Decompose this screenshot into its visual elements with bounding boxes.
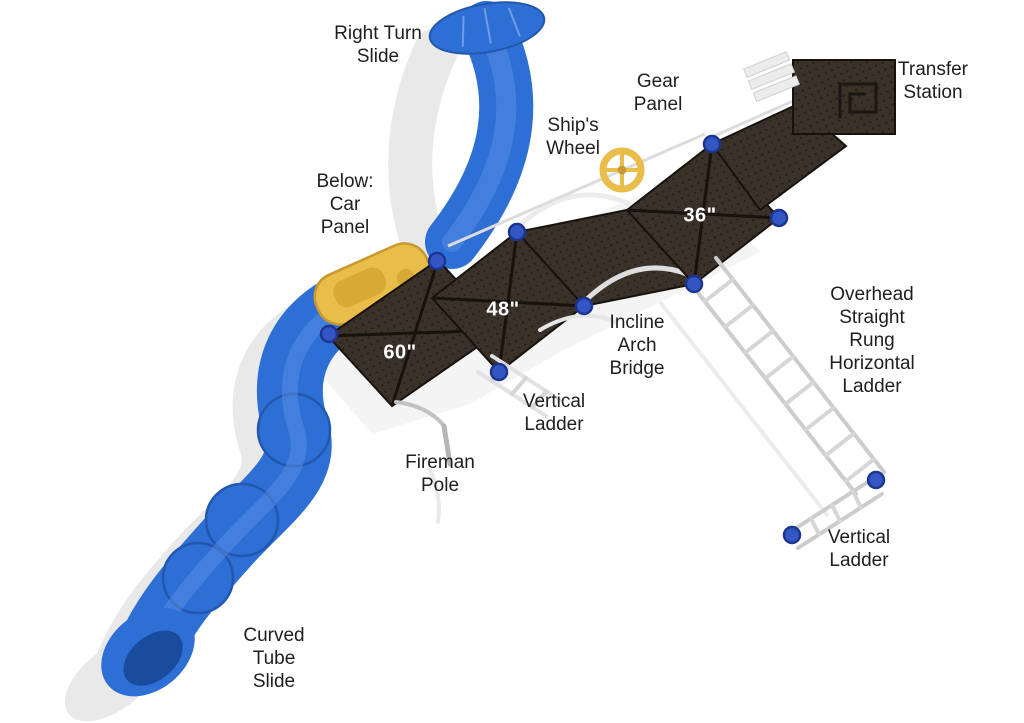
ships-wheel-hub: [617, 165, 627, 175]
ladder-rung: [530, 389, 549, 410]
ladder-rung: [803, 405, 836, 432]
ladder-rung: [743, 328, 776, 355]
post-connector: [866, 470, 886, 490]
ladder-rung: [702, 277, 735, 304]
post-connector: [782, 525, 802, 545]
tube-ring-line: [161, 541, 235, 615]
ladder-rung: [843, 457, 876, 484]
deck-48-cross: [497, 231, 519, 373]
vertical-ladder-right-graphic: [788, 476, 884, 550]
tube-end-scoop: [101, 607, 195, 697]
deck-60-cross: [390, 259, 440, 407]
tube-highlight: [142, 292, 366, 656]
bridge-step-arc: [538, 313, 618, 332]
fireman-pole-shaft: [441, 423, 453, 467]
post-connector: [427, 251, 447, 271]
station-step: [747, 63, 796, 91]
station-step: [742, 51, 791, 78]
flare-rib: [507, 7, 521, 37]
ladder-rung: [510, 376, 528, 396]
fireman-pole-graphic: [394, 400, 453, 467]
curved-tube-slide-graphic: [101, 267, 391, 697]
right-turn-highlight: [442, 18, 517, 252]
ladder-rung: [851, 489, 863, 510]
post-connector: [702, 134, 722, 154]
ladder-rung: [823, 431, 856, 458]
station-steps: [742, 51, 800, 103]
connector-dots: [319, 134, 886, 545]
post-connector: [769, 208, 789, 228]
ladder-rung: [763, 354, 796, 381]
post-connector: [574, 296, 594, 316]
tube-end-opening: [123, 630, 183, 686]
walkway-rail: [713, 96, 801, 138]
post-connector: [684, 274, 704, 294]
ladder-rung: [830, 503, 842, 523]
ladder-rail: [714, 256, 886, 474]
post-connector: [489, 362, 509, 382]
ladder-rail: [686, 278, 858, 496]
fireman-pole-shadow: [428, 468, 441, 524]
right-turn-flare: [428, 1, 546, 55]
station-step: [752, 75, 800, 103]
flare-rib: [483, 7, 492, 44]
fireman-pole-arm: [394, 400, 446, 428]
overhead-ladder-shadow: [658, 300, 830, 518]
car-panel-window: [333, 267, 387, 308]
flare-outline: [428, 1, 546, 55]
ships-wheel-graphic: [599, 147, 645, 193]
tube-ring-line: [204, 482, 280, 558]
right-turn-slide-shadow: [388, 28, 458, 280]
vertical-ladder-mid-graphic: [476, 354, 562, 418]
post-connector: [507, 222, 527, 242]
deck-36-cross: [692, 143, 714, 285]
run-guard-rail: [447, 132, 706, 248]
flare-rib: [461, 15, 465, 47]
ladder-rung: [783, 380, 816, 407]
overhead-ladder-graphic: [686, 256, 886, 496]
post-connector: [319, 324, 339, 344]
right-turn-slide-graphic: [425, 1, 546, 269]
station-maze-pattern: [838, 82, 878, 118]
bridge-arch-rail-top: [516, 192, 632, 229]
ladder-rung: [723, 303, 755, 330]
station-deck: [792, 59, 896, 135]
ladder-rung: [809, 516, 821, 537]
transfer-station-graphic: [710, 51, 896, 212]
